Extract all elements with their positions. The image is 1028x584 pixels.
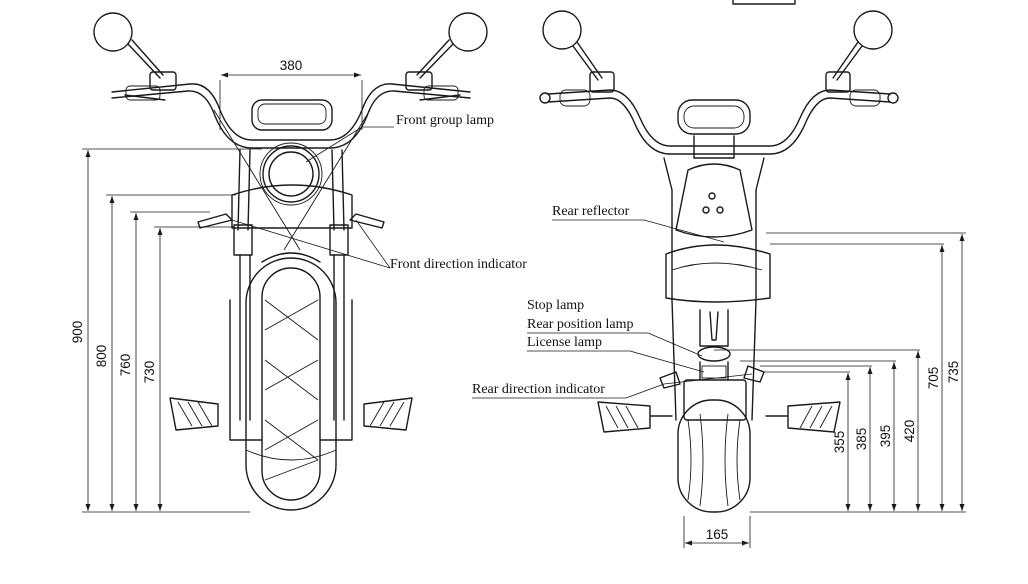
rear-height-420: 420 [902, 420, 917, 443]
front-height-900: 900 [70, 321, 85, 344]
rear-right-mirror [853, 10, 893, 50]
rear-handlebar [547, 89, 891, 147]
front-tire [245, 257, 337, 511]
rear-height-dimensions: 355 385 395 420 705 735 [714, 232, 966, 513]
rear-height-385: 385 [854, 428, 869, 451]
rear-height-735: 735 [946, 361, 961, 384]
front-handlebar [111, 83, 471, 141]
label-rear-position-lamp: Rear position lamp [527, 317, 634, 332]
rear-left-mirror [542, 10, 582, 50]
rear-width-dimension-label: 165 [706, 527, 729, 542]
front-right-mirror [448, 12, 488, 52]
front-left-indicator [197, 213, 233, 229]
rear-reflector-dot [708, 192, 716, 200]
label-license-lamp: License lamp [527, 335, 602, 350]
rear-seat [665, 244, 771, 303]
label-rear-reflector: Rear reflector [552, 204, 630, 219]
front-headlamp [262, 145, 320, 203]
rear-annotations: Rear reflector Stop lamp Rear position l… [472, 204, 753, 399]
rear-right-indicator [743, 365, 765, 383]
front-height-760: 760 [118, 354, 133, 377]
rear-dashboard [677, 99, 751, 135]
rear-height-395: 395 [878, 425, 893, 448]
rear-backrest [675, 163, 753, 238]
rear-height-355: 355 [832, 431, 847, 454]
front-dashboard [251, 99, 333, 131]
front-height-dimensions: 900 800 760 730 [70, 148, 262, 513]
front-right-indicator [349, 213, 385, 229]
front-height-800: 800 [94, 345, 109, 368]
rear-license-plate [683, 379, 747, 421]
rear-width-dimension: 165 [683, 516, 751, 548]
front-left-mirror [93, 12, 133, 52]
label-front-group-lamp: Front group lamp [396, 113, 494, 128]
front-width-dimension-label: 380 [280, 58, 303, 73]
label-stop-lamp: Stop lamp [527, 298, 584, 313]
label-front-direction-indicator: Front direction indicator [390, 257, 527, 272]
rear-height-705: 705 [926, 367, 941, 390]
front-width-dimension: 380 [219, 58, 363, 130]
rear-left-indicator [659, 371, 681, 389]
rear-view-drawing [539, 0, 899, 513]
rear-stop-lamp [697, 346, 731, 362]
rear-tire [677, 399, 751, 513]
front-view-drawing [93, 12, 488, 511]
label-rear-direction-indicator: Rear direction indicator [472, 382, 605, 397]
front-annotations: Front group lamp Front direction indicat… [231, 113, 527, 272]
front-height-730: 730 [142, 361, 157, 384]
